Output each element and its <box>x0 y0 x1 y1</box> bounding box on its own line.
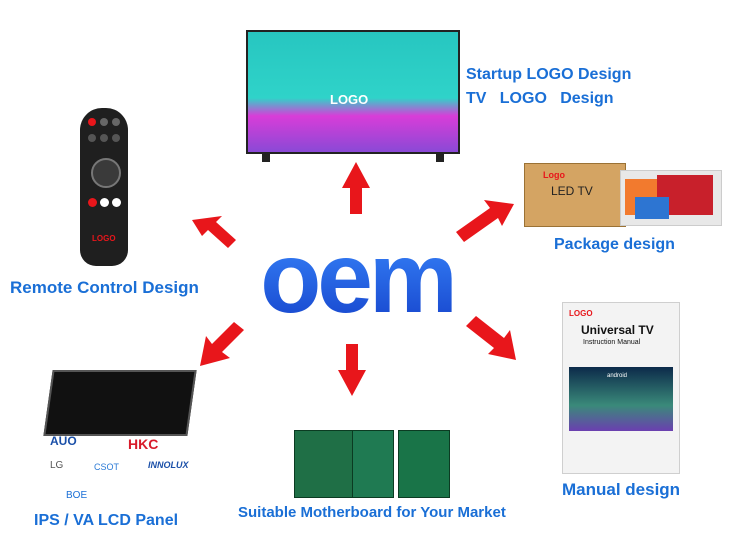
oem-text: oem <box>260 232 454 327</box>
label-remote: Remote Control Design <box>10 278 199 297</box>
manual-title: Universal TV <box>581 323 654 337</box>
label-manual: Manual design <box>562 480 681 499</box>
arrow-up <box>342 162 370 214</box>
motherboard-image-3 <box>398 430 450 498</box>
manual-subtitle: Instruction Manual <box>583 339 641 346</box>
remote-logo: LOGO <box>92 234 116 243</box>
tv-screen-logo: LOGO <box>330 92 369 107</box>
panel-brand-lg: LG <box>50 460 64 471</box>
arrow-upper-right <box>456 200 514 242</box>
lcd-panel-image <box>43 370 197 436</box>
panel-brand-innolux: INNOLUX <box>148 460 189 470</box>
label-tv-logo: TV LOGO Design <box>466 90 614 107</box>
arrow-upper-left <box>192 216 236 248</box>
manual-image: LOGO Universal TV Instruction Manual and… <box>562 302 680 474</box>
label-package: Package design <box>554 236 675 253</box>
panel-brand-auo: AUO <box>50 434 77 448</box>
label-motherboard: Suitable Motherboard for Your Market <box>238 504 506 521</box>
package-logo: Logo <box>543 170 565 180</box>
package-box-image: Logo LED TV <box>524 163 626 227</box>
arrow-lower-right <box>466 316 516 360</box>
arrow-lower-left <box>200 322 244 366</box>
oem-logo: oem <box>260 232 458 327</box>
panel-brand-csot: CSOT <box>94 462 120 472</box>
tv-image: LOGO <box>246 30 460 162</box>
panel-brand-boe: BOE <box>66 490 88 501</box>
tv-screen: LOGO <box>246 30 460 154</box>
panel-brand-hkc: HKC <box>128 436 159 452</box>
manual-android-badge: android <box>607 373 628 379</box>
manual-logo: LOGO <box>569 309 593 318</box>
label-panel: IPS / VA LCD Panel <box>34 512 179 529</box>
remote-control-image: LOGO <box>80 108 128 266</box>
motherboard-image-2 <box>352 430 394 498</box>
tv-stand-left <box>262 154 270 162</box>
package-small-boxes <box>620 170 722 226</box>
package-brand: LED TV <box>551 184 593 198</box>
motherboard-image-1 <box>294 430 354 498</box>
label-startup-logo: Startup LOGO Design <box>466 66 632 83</box>
arrow-down <box>338 344 366 396</box>
tv-stand-right <box>436 154 444 162</box>
